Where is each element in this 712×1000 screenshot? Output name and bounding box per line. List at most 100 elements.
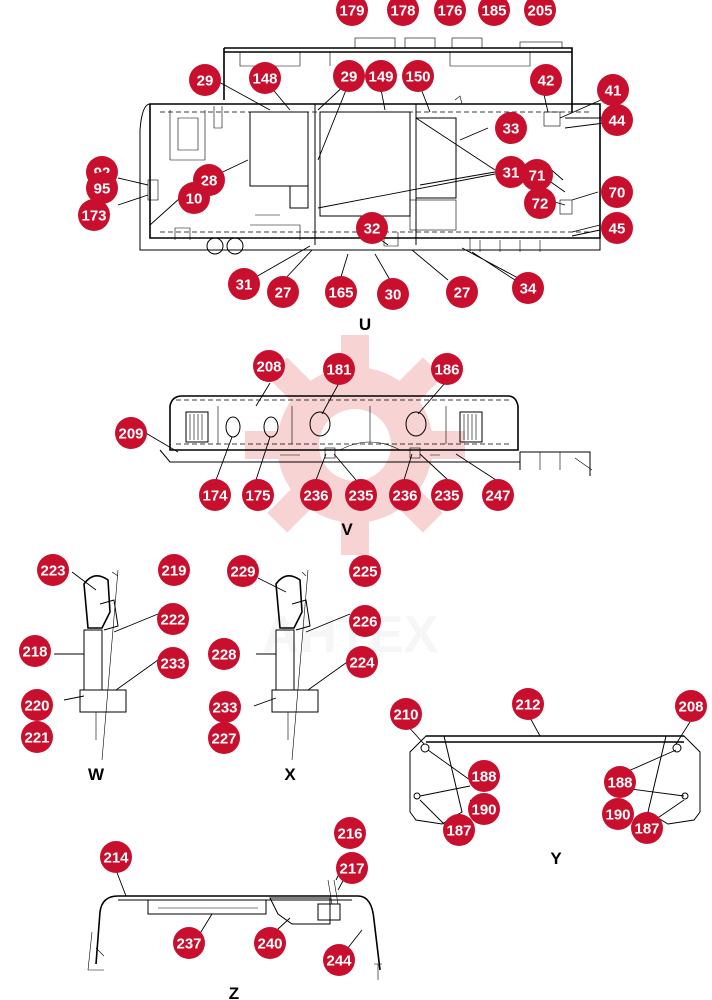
callout-badge-circle — [19, 635, 51, 667]
callout-number: 72 — [532, 196, 549, 213]
callout-badge: 208 — [253, 350, 285, 382]
callout-badge-circle — [478, 0, 510, 26]
callout-badge: 190 — [468, 793, 500, 825]
callout-badge: 32 — [356, 212, 388, 244]
callout-badge-circle — [349, 605, 381, 637]
callout-number: 187 — [634, 821, 659, 838]
callout-badge: 233 — [209, 691, 241, 723]
callout-number: 208 — [256, 359, 281, 376]
callout-number: 214 — [103, 850, 129, 867]
callout-number: 188 — [607, 775, 632, 792]
callout-badge: 240 — [254, 927, 286, 959]
callout-badge: 210 — [390, 698, 422, 730]
callout-badge-circle — [267, 276, 299, 308]
callout-badge: 221 — [21, 721, 53, 753]
callout-badge: 165 — [325, 276, 357, 308]
callout-badge-circle — [336, 0, 368, 26]
callout-badge: 188 — [604, 766, 636, 798]
callout-number: 236 — [303, 488, 328, 505]
view-y-label: Y — [550, 849, 562, 868]
callout-number: 247 — [485, 488, 510, 505]
callout-badge-circle — [365, 60, 397, 92]
callout-badge-circle — [86, 172, 118, 204]
callout-number: 223 — [40, 563, 65, 580]
callout-badge-circle — [512, 688, 544, 720]
callout-badge-circle — [21, 721, 53, 753]
callout-badge-circle — [253, 350, 285, 382]
callout-number: 176 — [437, 3, 462, 20]
callout-number: 220 — [24, 698, 49, 715]
callout-badge-circle — [675, 690, 707, 722]
callout-badge-circle — [333, 60, 365, 92]
callout-number: 222 — [160, 612, 185, 629]
callout-badge-circle — [323, 944, 355, 976]
callout-number: 209 — [118, 426, 143, 443]
callout-badge-circle — [178, 182, 210, 214]
callout-number: 205 — [527, 3, 552, 20]
view-y-drawing — [405, 713, 701, 827]
callout-badge: 27 — [446, 276, 478, 308]
callout-number: 70 — [609, 185, 626, 202]
callout-badge: 10 — [178, 182, 210, 214]
callout-badge-circle — [173, 927, 205, 959]
callout-badge-circle — [209, 691, 241, 723]
callout-number: 210 — [393, 707, 418, 724]
view-v-drawing — [143, 382, 593, 481]
callout-number: 219 — [161, 563, 186, 580]
callout-badge: 174 — [199, 479, 231, 511]
callout-badge-circle — [325, 276, 357, 308]
callout-badge: 244 — [323, 944, 355, 976]
callout-number: 190 — [605, 807, 630, 824]
callout-badge-circle — [431, 479, 463, 511]
view-x-label: X — [284, 765, 296, 784]
callout-number: 165 — [328, 285, 353, 302]
callout-badge-circle — [390, 698, 422, 730]
callout-badge: 179 — [336, 0, 368, 26]
callout-number: 235 — [348, 488, 373, 505]
callout-badge-circle — [100, 841, 132, 873]
callout-badge-circle — [356, 212, 388, 244]
callout-number: 226 — [352, 614, 377, 631]
callout-number: 228 — [211, 647, 236, 664]
view-u-drawing — [117, 37, 613, 283]
callout-badge-circle — [524, 187, 556, 219]
callout-number: 29 — [197, 73, 214, 90]
callout-badge-circle — [468, 793, 500, 825]
callout-badge-circle — [387, 0, 419, 26]
callout-number: 29 — [341, 69, 358, 86]
callout-badge-circle — [254, 927, 286, 959]
callout-badge-circle — [604, 766, 636, 798]
callout-number: 31 — [503, 165, 520, 182]
callout-badge-circle — [524, 0, 556, 26]
callout-badge-circle — [345, 479, 377, 511]
callout-number: 150 — [405, 69, 430, 86]
callout-number: 208 — [678, 699, 703, 716]
callout-badge: 227 — [208, 722, 240, 754]
callout-number: 227 — [211, 731, 236, 748]
callout-badge: 29 — [189, 64, 221, 96]
callout-badge: 222 — [157, 603, 189, 635]
callout-number: 41 — [605, 83, 622, 100]
callout-badge: 225 — [349, 555, 381, 587]
callout-badge: 175 — [242, 479, 274, 511]
callout-number: 235 — [434, 488, 459, 505]
callout-number: 216 — [337, 826, 362, 843]
callout-badge: 235 — [431, 479, 463, 511]
callout-badge-circle — [597, 74, 629, 106]
callout-badge-circle — [37, 554, 69, 586]
callout-number: 244 — [326, 953, 352, 970]
callout-badge: 176 — [434, 0, 466, 26]
callout-number: 28 — [201, 173, 218, 190]
callout-badge-circle — [78, 199, 110, 231]
callout-number: 174 — [202, 488, 228, 505]
callout-number: 30 — [385, 287, 402, 304]
callout-badge: 187 — [443, 814, 475, 846]
callout-number: 10 — [186, 191, 203, 208]
callout-badge: 209 — [115, 417, 147, 449]
callout-number: 27 — [454, 285, 471, 302]
callout-badge: 247 — [482, 479, 514, 511]
callout-badge: 223 — [37, 554, 69, 586]
callout-badge: 29 — [333, 60, 365, 92]
callout-badge-circle — [249, 62, 281, 94]
callout-badge: 173 — [78, 199, 110, 231]
